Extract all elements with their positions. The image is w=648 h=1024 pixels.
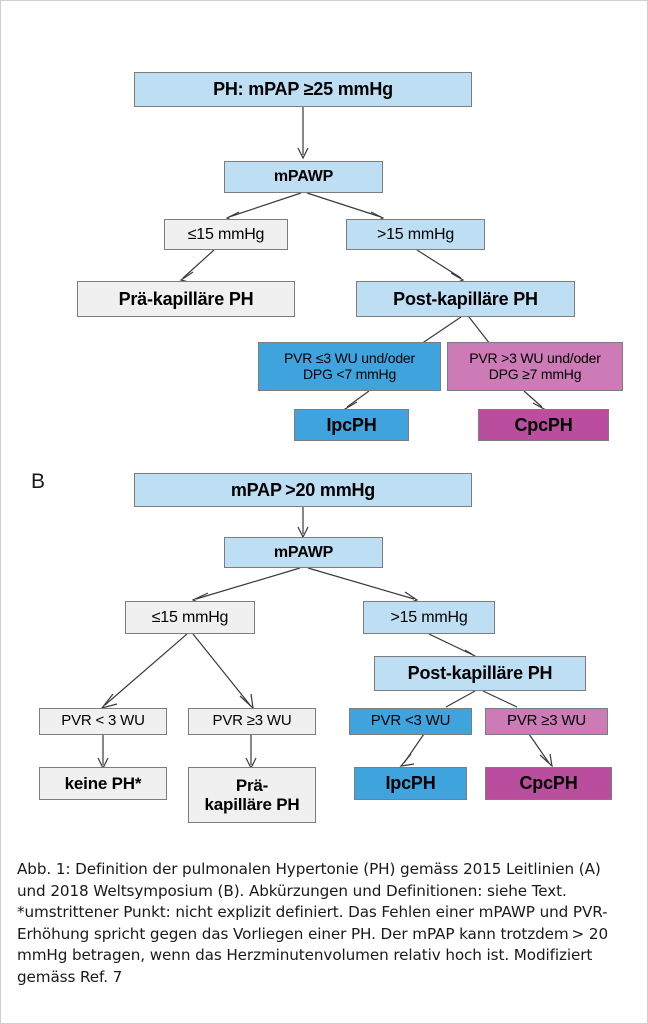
node-a-pre-capillary-ph[interactable]: Prä-kapilläre PH — [77, 281, 295, 317]
edge-mpawp-to-high — [306, 192, 382, 218]
pre-capillary-line-1: Prä- — [235, 775, 269, 795]
edge-arrowhead — [539, 753, 553, 768]
node-b-pvr-high[interactable]: PVR ≥3 WU — [188, 708, 316, 735]
node-b-wedge-low[interactable]: ≤15 mmHg — [125, 601, 255, 634]
edge-b-low-to-pvrhigh — [192, 633, 251, 706]
node-b-ipcph[interactable]: IpcPH — [354, 767, 467, 800]
ipc-criteria-line-2: DPG <7 mmHg — [302, 365, 397, 382]
node-b-root[interactable]: mPAP >20 mmHg — [134, 473, 472, 507]
edge-b-pvrlowpost-to-ipcph — [403, 733, 425, 764]
figure-caption: Abb. 1: Definition der pulmonalen Hypert… — [17, 859, 633, 988]
edge-ipc-crit-to-ipcph — [346, 390, 370, 408]
edge-arrowhead — [100, 693, 118, 710]
figure-area: PH: mPAP ≥25 mmHg mPAWP ≤15 mmHg >15 mmH… — [1, 1, 647, 841]
node-b-pre-capillary-ph[interactable]: Prä- kapilläre PH — [188, 767, 316, 823]
node-b-mpawp[interactable]: mPAWP — [224, 537, 383, 568]
node-a-root[interactable]: PH: mPAP ≥25 mmHg — [134, 72, 472, 107]
edge-arrowhead — [297, 147, 309, 160]
node-b-no-ph[interactable]: keine PH* — [39, 767, 167, 800]
caption-line-3: *umstrittener Punkt: nicht explizit defi… — [17, 903, 608, 922]
cpc-criteria-line-2: DPG ≥7 mmHg — [488, 365, 582, 382]
node-b-pvr-high-post[interactable]: PVR ≥3 WU — [485, 708, 608, 735]
edge-b-high-to-postcap — [428, 633, 476, 657]
node-b-wedge-high[interactable]: >15 mmHg — [363, 601, 495, 634]
node-b-pvr-low-post[interactable]: PVR <3 WU — [349, 708, 472, 735]
caption-line-6: gemäss Ref. 7 — [17, 967, 123, 986]
node-b-pvr-low[interactable]: PVR < 3 WU — [39, 708, 167, 735]
caption-line-5: mmHg betragen, wenn das Herzminutenvolum… — [17, 946, 593, 965]
caption-line-2: und 2018 Weltsymposium (B). Abkürzungen … — [17, 881, 567, 900]
edge-arrowhead — [297, 526, 309, 539]
edge-b-pvrhighpost-to-cpcph — [528, 733, 550, 764]
node-a-ipcph[interactable]: IpcPH — [294, 409, 409, 441]
panel-a-connectors — [179, 107, 546, 414]
edge-b-mpawp-to-low — [195, 567, 301, 600]
cpc-criteria-line-1: PVR >3 WU und/oder — [469, 349, 601, 366]
panel-b-letter: B — [31, 470, 46, 493]
pre-capillary-line-2: kapilläre PH — [204, 795, 300, 814]
node-a-ipc-criteria[interactable]: PVR ≤3 WU und/oder DPG <7 mmHg — [258, 342, 441, 391]
edge-postcap-to-ipc-crit — [420, 316, 462, 345]
edge-b-mpawp-to-high — [307, 567, 415, 600]
edge-mpawp-to-low — [228, 192, 302, 218]
edge-b-low-to-pvrlow — [104, 633, 188, 706]
node-a-cpc-criteria[interactable]: PVR >3 WU und/oder DPG ≥7 mmHg — [447, 342, 623, 391]
edge-cpc-crit-to-cpcph — [523, 390, 543, 408]
node-a-mpawp[interactable]: mPAWP — [224, 161, 383, 193]
edge-arrowhead — [399, 753, 415, 767]
node-a-wedge-high[interactable]: >15 mmHg — [346, 219, 485, 250]
edge-postcap-to-cpc-crit — [468, 316, 491, 345]
edge-b-postcap-to-pvrhigh — [482, 690, 518, 708]
caption-line-1: Abb. 1: Definition der pulmonalen Hypert… — [17, 860, 601, 878]
edge-arrowhead — [239, 693, 254, 710]
edge-high-to-postcap — [416, 249, 462, 279]
caption-line-4: Erhöhung spricht gegen das Vorliegen ein… — [17, 924, 609, 943]
node-b-post-capillary-ph[interactable]: Post-kapilläre PH — [374, 656, 586, 691]
edge-low-to-precap — [182, 249, 215, 279]
ipc-criteria-line-1: PVR ≤3 WU und/oder — [284, 349, 415, 366]
node-a-cpcph[interactable]: CpcPH — [478, 409, 609, 441]
edge-b-postcap-to-pvrlow — [445, 690, 476, 708]
node-a-wedge-low[interactable]: ≤15 mmHg — [164, 219, 288, 250]
node-a-post-capillary-ph[interactable]: Post-kapilläre PH — [356, 281, 575, 317]
node-b-cpcph[interactable]: CpcPH — [485, 767, 612, 800]
